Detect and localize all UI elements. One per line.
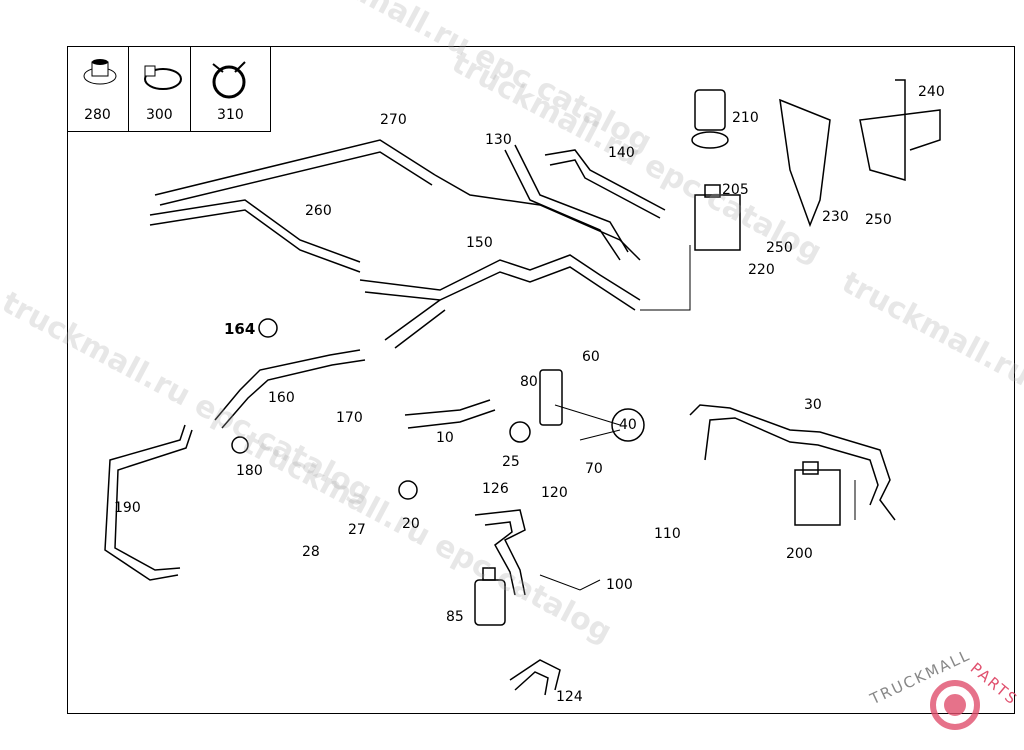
callout-25[interactable]: 25 [502,454,520,470]
hose-270 [154,139,641,261]
callout-220[interactable]: 220 [748,262,775,278]
legend-item-280[interactable]: 280 [67,46,129,131]
callout-124[interactable]: 124 [556,689,583,705]
grommet-icon [83,59,117,85]
callout-85[interactable]: 85 [446,609,464,625]
legend-label: 300 [145,107,173,123]
callout-30[interactable]: 30 [804,397,822,413]
callout-164[interactable]: 164 [224,320,256,338]
hose-10 [404,399,496,429]
callout-250b[interactable]: 250 [865,212,892,228]
callout-230[interactable]: 230 [822,209,849,225]
small-parts-legend: 280 300 310 [67,46,271,132]
callout-200[interactable]: 200 [786,546,813,562]
hose-150 [359,254,641,349]
callout-60[interactable]: 60 [582,349,600,365]
valve-205 [694,184,741,251]
callout-circle-40 [611,408,645,442]
callout-110[interactable]: 110 [654,526,681,542]
spring-clamp-icon [212,61,246,99]
hose-160 [214,349,366,429]
pump-210 [691,89,729,149]
hose-126 [474,509,526,596]
callout-28[interactable]: 28 [302,544,320,560]
bracket-230 [779,98,831,228]
pump-85 [474,567,506,626]
callout-130[interactable]: 130 [485,132,512,148]
callout-70[interactable]: 70 [585,461,603,477]
callout-170[interactable]: 170 [336,410,363,426]
callout-126[interactable]: 126 [482,481,509,497]
callout-180[interactable]: 180 [236,463,263,479]
callout-20[interactable]: 20 [402,516,420,532]
callout-270[interactable]: 270 [380,112,407,128]
leader-lines [539,245,856,591]
part-25-clamp [509,421,531,443]
hose-124 [509,659,561,696]
bracket-240 [859,79,941,181]
callout-80[interactable]: 80 [520,374,538,390]
part-180-grommet [231,436,249,454]
callout-240[interactable]: 240 [918,84,945,100]
callout-260[interactable]: 260 [305,203,332,219]
callout-27[interactable]: 27 [348,522,366,538]
callout-205[interactable]: 205 [722,182,749,198]
callout-40[interactable]: 40 [619,417,637,433]
callout-100[interactable]: 100 [606,577,633,593]
callout-150[interactable]: 150 [466,235,493,251]
logo-gear-icon [930,680,980,730]
callout-10[interactable]: 10 [436,430,454,446]
pipe-260 [149,199,361,273]
hose-clamp-icon [143,65,182,90]
callout-140[interactable]: 140 [608,145,635,161]
valve-200 [794,461,841,526]
callout-120[interactable]: 120 [541,485,568,501]
part-20-clamp [398,480,418,500]
legend-label: 310 [217,107,244,123]
hose-140 [544,149,666,219]
part-164-grommet [258,318,278,338]
filter-80 [539,369,563,426]
legend-item-310[interactable]: 310 [191,46,270,131]
hose-30 [689,404,896,521]
callout-160[interactable]: 160 [268,390,295,406]
legend-item-300[interactable]: 300 [129,46,191,131]
legend-label: 280 [84,107,111,123]
callout-210[interactable]: 210 [732,110,759,126]
diagram-frame [67,46,1015,714]
callout-250a[interactable]: 250 [766,240,793,256]
hose-130 [504,144,629,261]
hose-190 [104,424,193,581]
callout-190[interactable]: 190 [114,500,141,516]
